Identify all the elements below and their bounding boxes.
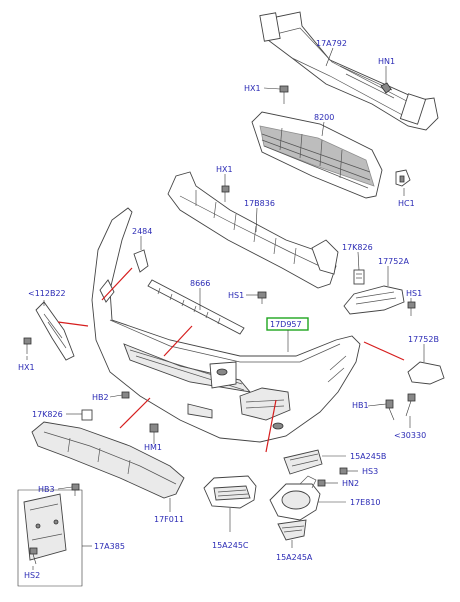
screw-hx1-top [279,85,289,104]
bumper-beam [259,11,439,131]
label-17752A: 17752A [378,257,409,266]
label-8666: 8666 [190,279,210,288]
label-HM1: HM1 [144,443,162,452]
bumper-cover [91,207,361,443]
label-112B22: <112B22 [28,289,66,298]
screw-hs2 [29,547,38,565]
label-17E810: 17E810 [350,498,381,507]
screw-hs1-mid [257,291,267,304]
label-HC1: HC1 [398,199,415,208]
label-17B836: 17B836 [244,199,275,208]
under-tray [31,421,185,499]
label-30330: <30330 [394,431,426,440]
clip-hb2 [121,391,130,399]
label-HX1-mid: HX1 [216,165,233,174]
red-pointer-lines [57,267,405,453]
label-17752B: 17752B [408,335,439,344]
highlight-box-17D957 [266,317,309,331]
label-HX1-left: HX1 [18,363,35,372]
bracket-17K826-right [353,269,365,285]
part-2484 [133,249,149,273]
nut-hn2 [317,479,326,487]
screw-hs3 [339,467,348,475]
label-17A385: 17A385 [94,542,125,551]
side-bracket-112B22 [35,301,75,361]
label-HX1-top: HX1 [244,84,261,93]
label-HS3: HS3 [362,467,378,476]
label-HS1-right: HS1 [406,289,422,298]
clip-hn1-top [380,82,392,94]
clip-hc1 [395,169,411,187]
fog-bezel-15A245B [283,449,323,475]
screw-hs1-right [407,301,416,316]
label-HB3: HB3 [38,485,55,494]
label-17K826-left: 17K826 [32,410,63,419]
label-HS2: HS2 [24,571,40,580]
bracket-17752A [343,285,405,315]
trim-strip-8666 [147,279,245,335]
bracket-17K826-left [81,409,93,421]
label-HB2: HB2 [92,393,109,402]
label-HB1: HB1 [352,401,369,410]
clip-hm1 [149,423,159,438]
bumper-reinforcement [167,171,339,289]
label-8200: 8200 [314,113,334,122]
label-15A245B: 15A245B [350,452,386,461]
license-plate-bracket [23,493,67,561]
label-2484: 2484 [132,227,152,236]
upper-grille [251,111,383,199]
label-HS1-mid: HS1 [228,291,244,300]
screw-hx1-left [23,337,32,354]
bolt-hb1 [385,399,395,421]
label-17K826-right: 17K826 [342,243,373,252]
label-17F011: 17F011 [154,515,184,524]
fog-lamp-17E810 [269,475,321,521]
label-17D957: 17D957 [270,320,302,329]
label-HN1-top: HN1 [378,57,395,66]
fog-cover-15A245A [277,519,307,541]
fog-bezel-15A245C [203,475,257,509]
label-15A245A: 15A245A [276,553,313,562]
label-15A245C: 15A245C [212,541,249,550]
label-17A792: 17A792 [316,39,347,48]
screw-30330 [405,393,416,417]
label-HN2: HN2 [342,479,359,488]
bracket-17752B [407,361,445,385]
screw-hx1-mid [221,185,230,202]
